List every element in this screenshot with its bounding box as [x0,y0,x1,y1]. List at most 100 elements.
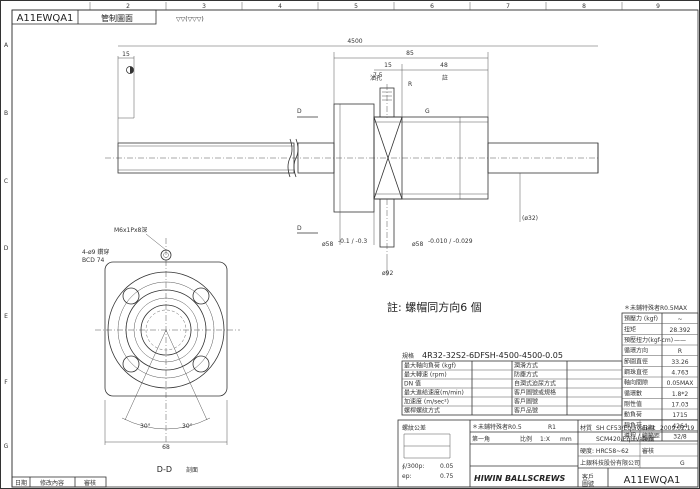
drawing-no-label: 圖號 [582,480,594,488]
angle-left: 30° [140,423,151,430]
section-mark-bottom: D [297,225,302,232]
col-label-8: 8 [582,3,586,10]
param-label: 鋼珠直徑 [624,368,648,376]
company-cn: 上銀科技股份有限公司 [580,459,640,467]
note-mark: 註 [442,74,448,82]
mat-shaft: SH CF53/Equivalent [596,425,656,432]
rev-col-checked: 審核 [84,479,96,487]
param-value: R [678,348,682,355]
mark-note: ＊未鋪特殊者R0.5 [472,423,522,431]
g-mark: G [425,108,430,115]
drawing-number-bottom: A11EWQA1 [624,475,681,486]
drawing-number-top: A11EWQA1 [17,13,74,24]
nut-dia-left-tol: -0.1 / -0.3 [338,238,367,245]
angle-right: 30° [182,423,193,430]
dimension-set-bottom: ø58 -0.1 / -0.3 ø58 -0.010 / -0.029 ø92 … [322,173,538,277]
mfg-code: G [680,460,685,467]
ep-label: ep: [402,473,412,480]
nut-note: 註: 螺帽同方向6 個 [387,300,482,314]
param-label: 預壓力 (kgf) [624,315,658,323]
param-value: 28.392 [670,327,691,334]
section-mark-top: D [297,108,302,115]
tolerance-note: 螺紋公差 [402,424,426,432]
param-label: 節圓直徑 [624,357,648,365]
mat-nut: SCM420/Equivalent [596,436,655,443]
tap-label: M6x1Px8深 [114,226,147,234]
dim-15-left: 15 [122,51,130,58]
row-label-d: D [4,245,9,252]
param-label: 剛性值 [624,400,642,408]
drawn-label: 製圖 [642,435,654,443]
param-value: 32/8 [673,434,687,441]
param-value: 33.26 [671,359,688,366]
unit: mm [560,436,572,443]
nut-dia-left: ø58 [322,241,333,248]
param-value: 17.03 [671,402,688,409]
nut-dia-right-tol: -0.010 / -0.029 [428,238,473,245]
shaft-dia: (ø32) [522,215,538,222]
rev-col-content: 修改內容 [40,479,64,487]
flange-dia: ø92 [382,270,393,277]
prop-mid-label: 防塵方式 [514,371,538,379]
col-label-3: 3 [202,3,206,10]
row-label-b: B [4,110,8,117]
hardness: 硬度: HRC58~62 [580,447,629,455]
dim-48: 48 [440,62,448,69]
scale-label: 比例 [520,435,532,443]
tol-300-label: ∮/300p: [402,463,424,470]
tol-300-value: 0.05 [440,463,454,470]
holes-label: 4-ø9 鑽穿 [82,248,109,256]
spec-value: 4R32-32S2-6DFSH-4500-4500-0.05 [422,351,563,360]
row-grid: A B C D E F G [4,42,9,450]
prop-label: 加速度 (m/sec²) [404,398,449,406]
dim-nut-length: 85 [406,50,414,57]
row-label-a: A [4,42,9,49]
ballscrew-elevation [105,84,600,256]
date-value: 2009.02.19 [660,425,695,432]
prop-mid-label: 潤滑方式 [514,362,538,370]
section-view-dd [95,238,240,445]
prop-label: 螺桿螺紋方式 [404,407,440,415]
oil-hole-label: 油孔 [370,74,382,82]
prop-mid-label: 自潤式迫尿方式 [514,380,556,388]
dim-total-length: 4500 [347,38,362,45]
param-label: 預壓扭力(kgf-cm) [624,336,673,344]
col-label-7: 7 [506,3,510,10]
revision-block: 日期 修改內容 審核 [11,476,107,488]
param-label: 靜負荷 [624,421,642,429]
col-label-5: 5 [354,3,358,10]
dimension-set-top: 15 4500 85 15 48 油孔 7.5 註 R G D D [117,38,598,234]
property-table: 最大軸向負荷 (kgf)潤滑方式最大轉速 (rpm)防塵方式DN 值自潤式迫尿方… [401,360,623,416]
row-label-g: G [4,443,9,450]
param-label: 循環方向 [624,347,648,355]
param-label: 扭矩 [624,325,636,333]
scale-value: 1:X [540,436,550,443]
param-value: 1715 [672,412,687,419]
param-value: 0.05MAX [667,380,694,387]
param-label: 軸向間隙 [624,379,648,387]
customer-label: 客戶 [582,473,594,481]
col-label-6: 6 [430,3,434,10]
param-value: 4.763 [671,370,688,377]
prop-label: DN 值 [404,380,421,388]
param-label: 導程 / 總節距 [624,432,660,440]
rev-col-date: 日期 [15,479,27,487]
view-label-top: 管制圖面 [101,13,133,23]
prop-mid-label: 客戶品號 [514,407,538,415]
r-mark: R [408,81,412,88]
param-value: ~ [677,316,682,323]
spec-label: 規格 [402,352,414,360]
checked-label: 審核 [642,447,654,455]
column-grid: 2 3 4 5 6 7 8 9 [89,2,660,10]
roughness-symbol: ▽▽(▽▽▽) [176,16,204,23]
col-label-4: 4 [278,3,282,10]
section-label: D-D [157,465,172,474]
prop-mid-label: 客戶圖號或規格 [514,389,556,397]
date-label: 日期 [642,424,654,432]
dim-7-5: 7.5 [373,72,383,79]
section-width: 68 [162,444,170,451]
row-label-e: E [4,313,8,320]
prop-label: 最大軸向負荷 (kgf) [404,362,456,370]
prop-label: 最大進給速度(m/min) [404,389,464,397]
